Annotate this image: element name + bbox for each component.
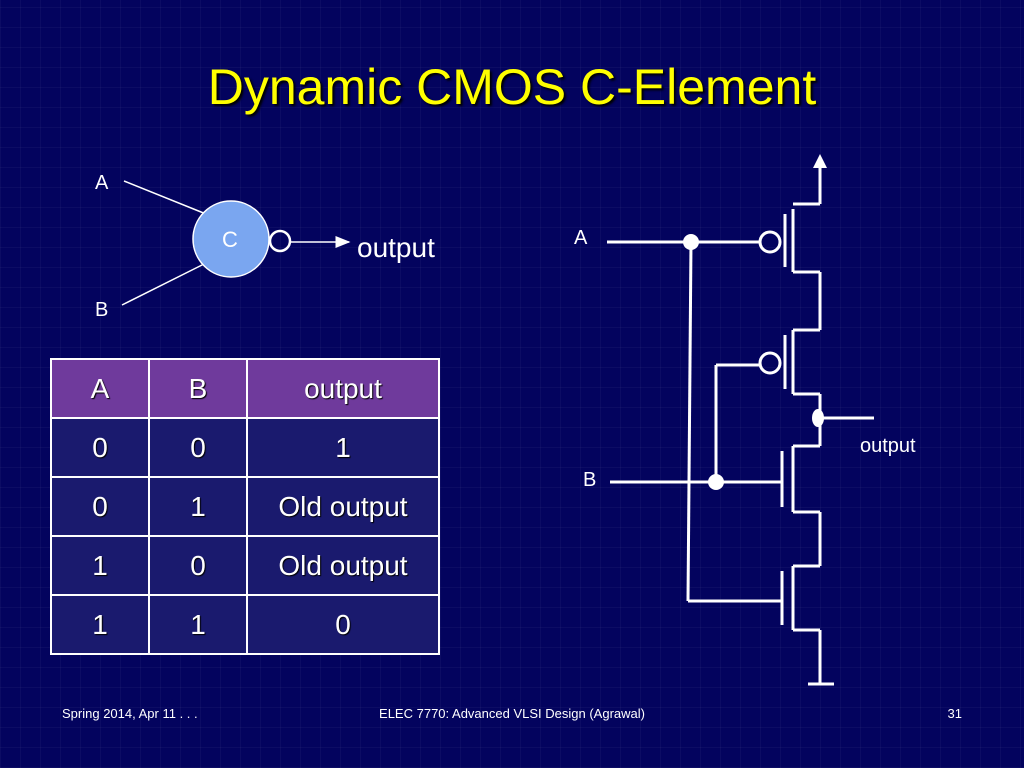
table-row: 0 1 Old output	[50, 476, 440, 537]
circuit-output-label: output	[860, 435, 916, 457]
truth-table-header-row: A B output	[50, 358, 440, 419]
table-row: 0 0 1	[50, 417, 440, 478]
symbol-input-b-label: B	[95, 299, 108, 321]
pmos-a-transistor	[758, 202, 820, 274]
input-a-drop-wire	[686, 241, 693, 602]
header-a: A	[50, 358, 150, 419]
c-gate-label: C	[222, 227, 238, 252]
symbol-output-label: output	[357, 232, 435, 263]
truth-table: A B output 0 0 1 0 1 Old output 1 0 Old …	[50, 358, 440, 655]
cell-b: 1	[148, 476, 248, 537]
footer-page-number: 31	[947, 706, 962, 721]
input-a-junction-dot	[683, 234, 699, 250]
symbol-input-b-wire	[121, 263, 205, 306]
cell-output: Old output	[246, 476, 440, 537]
nmos-a-transistor	[780, 564, 820, 632]
table-row: 1 0 Old output	[50, 535, 440, 596]
symbol-inversion-bubble	[268, 229, 292, 253]
input-b-junction-dot	[708, 474, 724, 490]
nmos-b-transistor	[780, 444, 820, 514]
footer-date: Spring 2014, Apr 11 . . .	[62, 706, 198, 721]
footer-course: ELEC 7770: Advanced VLSI Design (Agrawal…	[379, 706, 645, 721]
cell-output: Old output	[246, 535, 440, 596]
cell-b: 0	[148, 417, 248, 478]
cell-a: 0	[50, 476, 150, 537]
c-element-symbol: A B C output	[95, 172, 435, 321]
output-junction-dot	[812, 409, 824, 427]
symbol-input-a-wire	[123, 180, 207, 215]
cell-b: 1	[148, 594, 248, 655]
cell-a: 1	[50, 535, 150, 596]
header-b: B	[148, 358, 248, 419]
cell-output: 1	[246, 417, 440, 478]
pmos-b-transistor	[758, 328, 820, 396]
cell-a: 0	[50, 417, 150, 478]
circuit-input-b-label: B	[583, 469, 596, 491]
cell-a: 1	[50, 594, 150, 655]
symbol-input-a-label: A	[95, 172, 109, 194]
table-row: 1 1 0	[50, 594, 440, 655]
vdd-arrow-icon	[813, 154, 827, 168]
header-output: output	[246, 358, 440, 419]
cell-b: 0	[148, 535, 248, 596]
slide-title: Dynamic CMOS C-Element	[207, 59, 817, 115]
circuit-input-a-label: A	[574, 227, 588, 249]
cell-output: 0	[246, 594, 440, 655]
dynamic-c-element-circuit	[607, 154, 874, 686]
